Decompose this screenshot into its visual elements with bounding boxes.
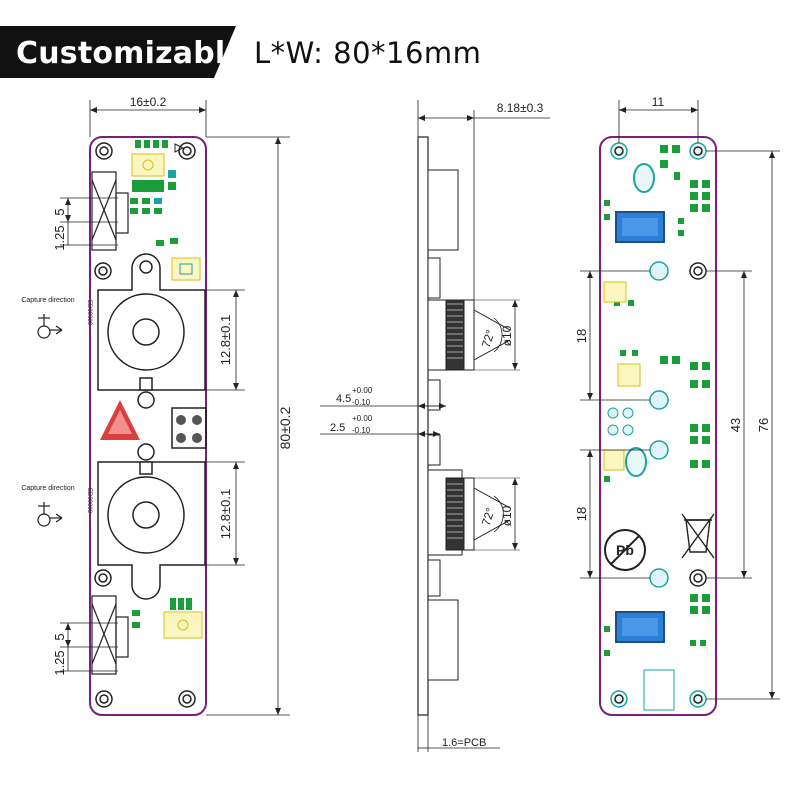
side-offset-a-minus: -0.10 (352, 398, 371, 407)
pcb-silk-label-bottom: ED00000 (86, 488, 92, 514)
side-offset-a-main: 4.5 (336, 393, 351, 405)
bottom-component-cluster (132, 598, 203, 639)
back-lower-value: 18 (574, 507, 589, 521)
capture-direction-bottom-icon (37, 502, 63, 527)
back-hole-spacing-dimension (618, 100, 699, 143)
lens-bottom-value: 12.8±0.1 (218, 489, 233, 540)
side-lens-top-diameter: ø10 (500, 325, 514, 346)
side-offset-b-minus: -0.10 (352, 426, 371, 435)
connector-bottom-pitch: 5 (52, 633, 67, 640)
badge-label: Customizable (16, 36, 246, 71)
lens-top-dimension (180, 289, 245, 391)
side-lens-bottom-diameter: ø10 (500, 505, 514, 526)
side-view: 72° ø10 72° ø10 8.18±0.3 (320, 100, 550, 752)
side-pcb-dimension (417, 715, 500, 752)
middle-logo (100, 400, 207, 449)
pb-free-text: Pb (616, 542, 634, 558)
side-depth-dimension (417, 100, 550, 300)
back-upper-value: 18 (574, 329, 589, 343)
side-offset-a-plus: +0.00 (352, 386, 373, 395)
side-lens-top-angle: 72° (479, 328, 498, 350)
back-view: Pb 11 76 43 18 (574, 95, 780, 716)
top-component-cluster (130, 140, 201, 281)
side-components (427, 169, 463, 681)
back-middle-dimension (706, 270, 752, 579)
side-lens-top (445, 299, 520, 371)
weee-bin-icon (681, 513, 715, 559)
front-width-value: 16±0.2 (130, 95, 167, 109)
bottom-connector (60, 595, 129, 675)
board-size-label: L*W: 80*16mm (254, 36, 482, 70)
lens-bottom-dimension (180, 461, 245, 566)
side-pcb (417, 136, 429, 716)
front-mounting-holes (94, 142, 196, 708)
front-width-dimension (89, 100, 207, 137)
customizable-badge (0, 26, 236, 78)
front-height-value: 80±0.2 (277, 406, 293, 449)
top-connector (60, 171, 129, 251)
lens-top-value: 12.8±0.1 (218, 315, 233, 366)
front-height-dimension (206, 136, 290, 716)
back-mounting-holes (610, 142, 707, 708)
side-pcb-value: 1.6=PCB (442, 737, 486, 749)
side-depth-value: 8.18±0.3 (497, 101, 544, 115)
connector-top-pitch: 5 (52, 208, 67, 215)
back-hole-spacing-value: 11 (652, 95, 665, 109)
connector-bottom-offset: 1.25 (52, 650, 67, 675)
side-offset-b-plus: +0.00 (352, 414, 373, 423)
front-view: ED00000 ED00000 16±0.2 80±0.2 12.8±0.1 1… (21, 95, 293, 716)
back-pads (604, 145, 710, 656)
capture-direction-bottom-label: Capture direction (21, 485, 74, 492)
connector-top-offset: 1.25 (52, 225, 67, 250)
back-total-dimension (706, 150, 780, 700)
bottom-lens-module (97, 443, 206, 600)
side-lens-bottom-angle: 72° (479, 506, 498, 528)
back-total-value: 76 (756, 418, 771, 432)
side-lens-bottom (445, 477, 520, 551)
back-lower-dimension (580, 449, 650, 579)
back-chips (607, 163, 665, 643)
pcb-silk-label-top: ED00000 (86, 300, 92, 326)
capture-direction-top-icon (37, 314, 63, 339)
pb-free-icon (604, 529, 646, 571)
back-upper-dimension (580, 270, 650, 401)
back-yellow-markers (603, 281, 675, 711)
capture-direction-top-label: Capture direction (21, 297, 74, 304)
side-offset-b-main: 2.5 (330, 422, 345, 434)
top-lens-module (97, 253, 206, 409)
back-middle-value: 43 (728, 418, 743, 432)
